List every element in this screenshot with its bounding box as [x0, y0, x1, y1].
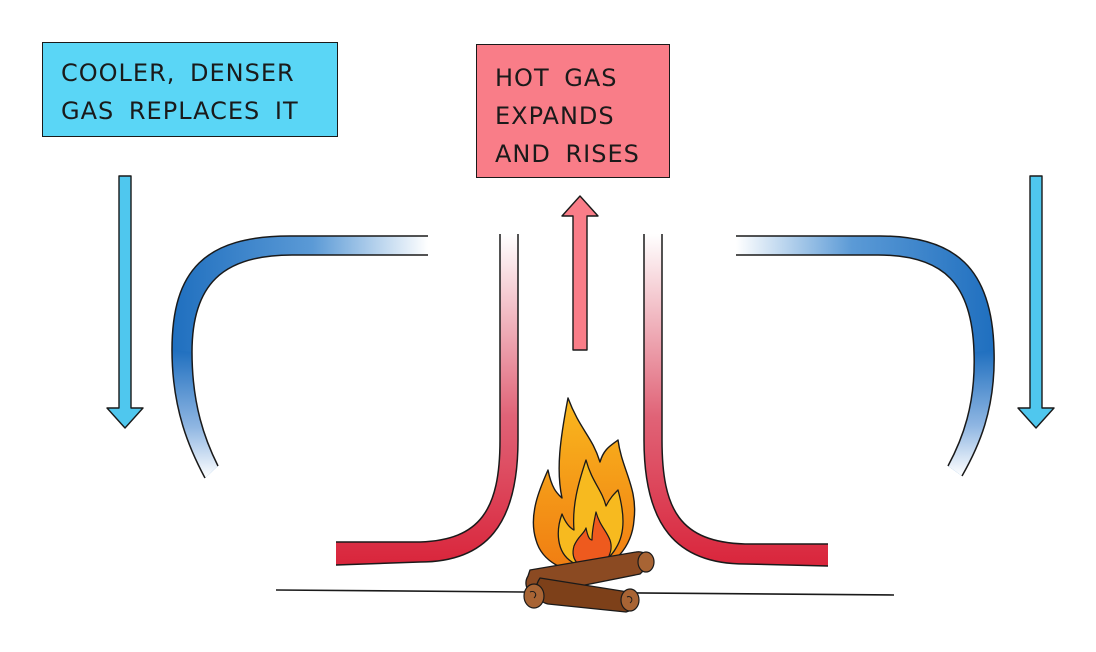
warm-stream-left [335, 234, 519, 566]
cool-gas-label: COOLER, DENSER GAS REPLACES IT [42, 42, 338, 137]
warm-stream-right [643, 234, 829, 567]
cool-stream-left [171, 235, 428, 479]
up-arrow-icon [561, 195, 599, 351]
hot-gas-label: HOT GAS EXPANDS AND RISES [476, 44, 670, 178]
down-arrow-icon [106, 175, 144, 429]
campfire-icon [523, 397, 655, 613]
cool-stream-right [736, 235, 995, 477]
down-arrow-icon [1017, 175, 1055, 429]
